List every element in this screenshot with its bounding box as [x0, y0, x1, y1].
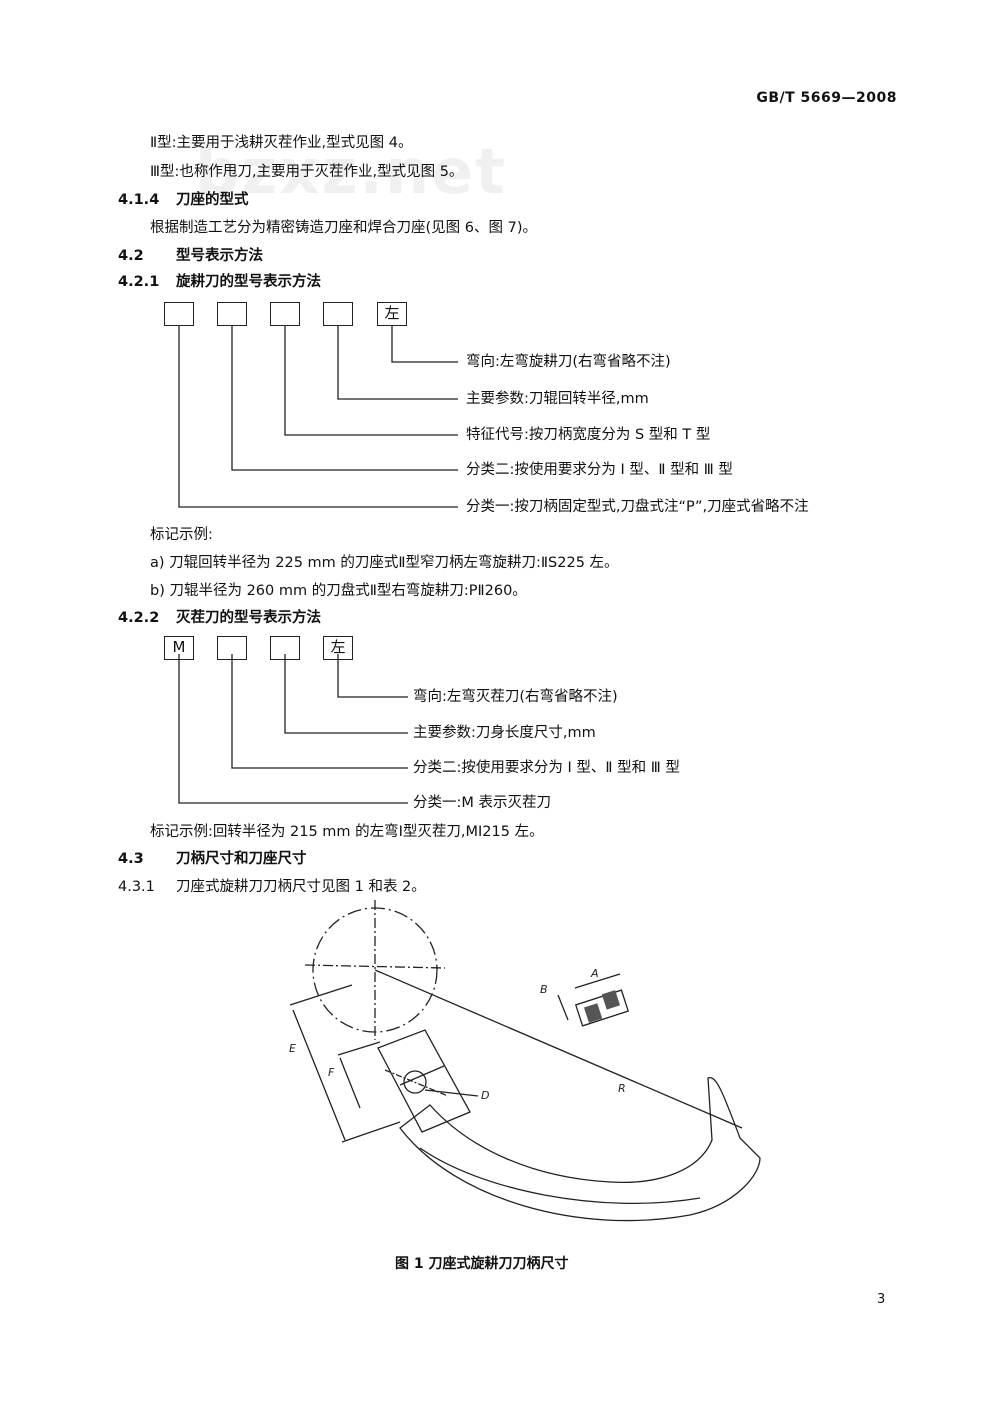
watermark: bzxz.net: [195, 135, 507, 208]
dim-label-r: R: [618, 1082, 626, 1095]
leader-line: [391, 326, 458, 363]
code-box-1: [164, 302, 194, 326]
section-4-3-1-text: 4.3.1 刀座式旋耕刀刀柄尺寸见图 1 和表 2。: [118, 877, 426, 897]
section-hatch: [583, 1003, 603, 1023]
section-title: 型号表示方法: [176, 248, 263, 264]
code-label-class2: 分类二:按使用要求分为 Ⅰ 型、Ⅱ 型和 Ⅲ 型: [413, 760, 680, 776]
section-4-2-2-heading: 4.2.2 灭茬刀的型号表示方法: [118, 608, 321, 628]
code-label-feature: 特征代号:按刀柄宽度分为 S 型和 T 型: [466, 427, 711, 443]
code-label-direction: 弯向:左弯灭茬刀(右弯省略不注): [413, 689, 618, 705]
dim-label-f: F: [328, 1066, 335, 1079]
dim-label-b: B: [540, 983, 548, 996]
section-title: 旋耕刀的型号表示方法: [176, 274, 321, 290]
type2-text: Ⅱ型:主要用于浅耕灭茬作业,型式见图 4。: [150, 135, 413, 151]
blade-shank: [377, 1029, 471, 1133]
code-box-4: 左: [323, 636, 353, 660]
section-4-1-4-body: 根据制造工艺分为精密铸造刀座和焊合刀座(见图 6、图 7)。: [150, 220, 537, 236]
shank-line: [399, 1065, 445, 1086]
code-box-3: [270, 302, 300, 326]
section-number: 4.2.1: [118, 274, 160, 290]
leader-line: [337, 326, 458, 400]
leader-line: [178, 326, 458, 508]
blade-edge: [419, 1147, 701, 1205]
code-box-1: M: [164, 636, 194, 660]
mark-example-b: b) 刀辊半径为 260 mm 的刀盘式Ⅱ型右弯旋耕刀:PⅡ260。: [150, 583, 527, 599]
leader-line: [284, 654, 408, 734]
standard-number: GB/T 5669—2008: [756, 90, 897, 106]
leader-d: [424, 1089, 479, 1097]
bolt-hole: [403, 1070, 427, 1094]
section-number: 4.3.1: [118, 879, 155, 895]
code-box-2: [217, 636, 247, 660]
center-line: [304, 964, 446, 969]
dimension-line-f: [339, 1057, 361, 1109]
radius-line: [374, 969, 743, 1129]
section-number: 4.2: [118, 248, 144, 264]
dim-label-d: D: [481, 1089, 489, 1102]
dimension-line-a: [574, 973, 621, 989]
leader-line: [178, 654, 408, 804]
code-box-4: [323, 302, 353, 326]
leader-line: [337, 654, 408, 698]
code-label-direction: 弯向:左弯旋耕刀(右弯省略不注): [466, 354, 671, 370]
section-number: 4.2.2: [118, 610, 160, 626]
extension-line: [337, 1041, 381, 1056]
figure-1-caption: 图 1 刀座式旋耕刀刀柄尺寸: [395, 1256, 569, 1272]
dimension-line-b: [557, 994, 569, 1021]
page-number: 3: [877, 1292, 886, 1307]
code-box-3: [270, 636, 300, 660]
dimension-line-e: [292, 1009, 346, 1141]
code-label-class2: 分类二:按使用要求分为 Ⅰ 型、Ⅱ 型和 Ⅲ 型: [466, 462, 733, 478]
blade-body: [399, 1077, 761, 1222]
section-number: 4.3: [118, 851, 144, 867]
section-4-1-4-heading: 4.1.4 刀座的型式: [118, 190, 249, 210]
mark-example-2: 标记示例:回转半径为 215 mm 的左弯Ⅰ型灭茬刀,MⅠ215 左。: [150, 824, 544, 840]
mark-example-label: 标记示例:: [150, 527, 213, 543]
dim-label-a: A: [590, 967, 599, 980]
section-title: 刀座的型式: [176, 192, 249, 208]
section-4-2-1-heading: 4.2.1 旋耕刀的型号表示方法: [118, 272, 321, 292]
dim-label-e: E: [289, 1042, 296, 1055]
leader-line: [284, 326, 458, 436]
section-number: 4.1.4: [118, 192, 160, 208]
type3-text: Ⅲ型:也称作甩刀,主要用于灭茬作业,型式见图 5。: [150, 164, 464, 180]
section-4-2-heading: 4.2 型号表示方法: [118, 246, 263, 266]
section-profile: [574, 989, 630, 1027]
extension-line: [289, 984, 353, 1006]
code-label-main-param: 主要参数:刀身长度尺寸,mm: [413, 725, 596, 741]
leader-line: [231, 654, 408, 769]
code-label-class1: 分类一:按刀柄固定型式,刀盘式注“P”,刀座式省略不注: [466, 499, 809, 515]
section-body: 刀座式旋耕刀刀柄尺寸见图 1 和表 2。: [176, 879, 426, 895]
code-box-5: 左: [377, 302, 407, 326]
section-title: 刀柄尺寸和刀座尺寸: [176, 851, 307, 867]
code-label-main-param: 主要参数:刀辊回转半径,mm: [466, 391, 649, 407]
extension-line: [341, 1121, 401, 1143]
leader-line: [231, 326, 458, 471]
code-label-class1: 分类一:M 表示灭茬刀: [413, 795, 552, 811]
section-title: 灭茬刀的型号表示方法: [176, 610, 321, 626]
section-hatch: [601, 990, 621, 1010]
section-4-3-heading: 4.3 刀柄尺寸和刀座尺寸: [118, 849, 307, 869]
mark-example-a: a) 刀辊回转半径为 225 mm 的刀座式Ⅱ型窄刀柄左弯旋耕刀:ⅡS225 左…: [150, 555, 619, 571]
code-box-2: [217, 302, 247, 326]
